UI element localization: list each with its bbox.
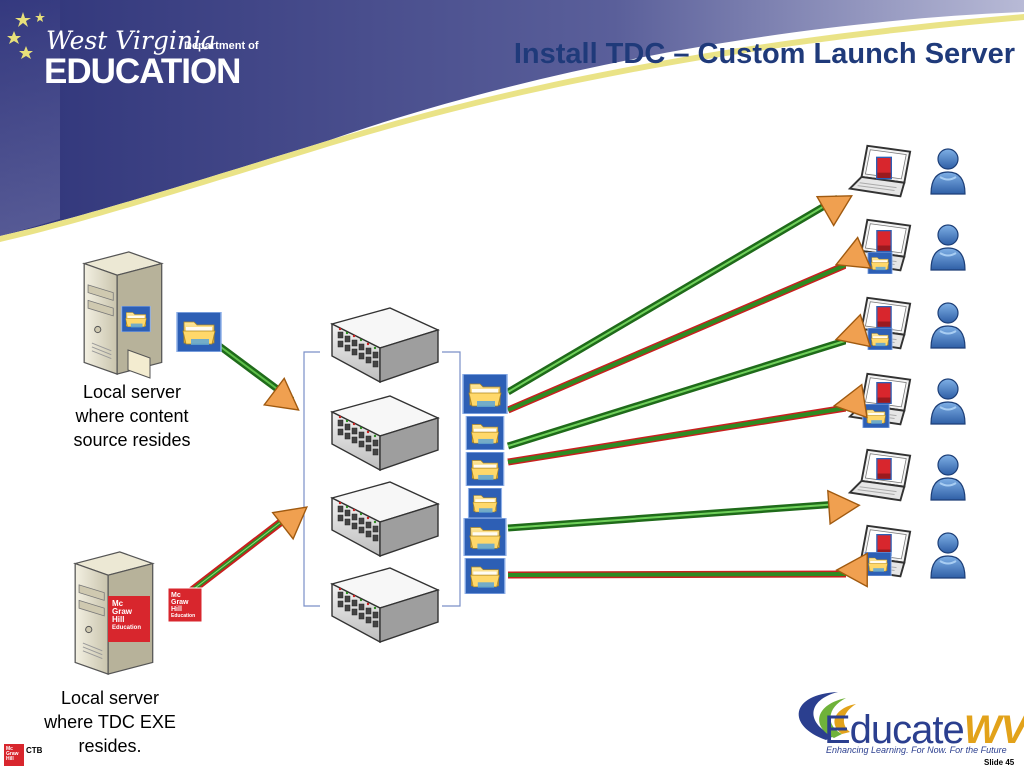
- user-icon: [930, 148, 966, 195]
- folder-icon: [462, 374, 508, 414]
- user-icon: [930, 532, 966, 579]
- content-folder-icon: [176, 312, 222, 352]
- folder-icon: [465, 416, 505, 450]
- mcgraw-hill-logo-icon: [876, 230, 892, 252]
- wv-state-name: West Virginia: [46, 26, 216, 55]
- folder-icon: [467, 488, 503, 518]
- mcgraw-hill-logo-icon: [876, 156, 892, 180]
- badge-line: Mc: [6, 746, 13, 752]
- mcgraw-hill-logo-icon: [876, 458, 892, 480]
- wv-education-word: EDUCATION: [44, 52, 241, 91]
- mcgraw-hill-logo-icon: [876, 382, 892, 404]
- badge-line: Mc: [171, 592, 181, 599]
- educatewv-swoosh: [798, 692, 856, 740]
- network-switches: [331, 307, 439, 643]
- badge-line: Mc: [112, 599, 124, 608]
- caption-line: where content: [75, 406, 189, 426]
- server-mcgraw-hill-label: Mc Graw Hill Education: [112, 600, 141, 632]
- connector-laptop-5: [507, 499, 853, 532]
- laptops: [846, 140, 914, 588]
- tdc-server-caption: Local server where TDC EXE resides.: [30, 686, 190, 758]
- mcgraw-hill-footer-logo: [4, 744, 24, 766]
- network-switch-icon: [331, 395, 439, 471]
- users: [930, 148, 966, 579]
- folder-icon: [465, 452, 505, 486]
- folder-stack: [462, 374, 508, 594]
- connector-laptop-1: [506, 194, 840, 396]
- badge-line: Education: [171, 613, 196, 619]
- mcgraw-hill-badge: [167, 587, 203, 623]
- header-band: [0, 0, 1024, 242]
- folder-icon: [864, 552, 892, 576]
- badge-line: Education: [112, 625, 142, 631]
- network-switch-icon: [331, 307, 439, 383]
- badge-line: Graw: [6, 751, 19, 757]
- network-switch-icon: [331, 481, 439, 557]
- caption-line: Local server: [60, 688, 160, 708]
- user-icon: [930, 224, 966, 271]
- content-server-caption: Local server where content source reside…: [62, 380, 202, 452]
- badge-mcgraw-hill-label: Mc Graw Hill Education: [171, 592, 195, 620]
- badge-line: Graw: [171, 599, 189, 606]
- badge-line: Graw: [112, 607, 133, 616]
- badge-line: Hill: [112, 615, 125, 624]
- educatewv-logo: EducateWV: [824, 708, 1024, 753]
- slide-title: Install TDC – Custom Launch Server: [513, 38, 1015, 70]
- footer-mcgraw-hill-label: Mc Graw Hill: [6, 747, 19, 762]
- folder-icon: [121, 306, 151, 332]
- folder-icon: [867, 252, 893, 274]
- connector-laptop-2: [506, 260, 850, 414]
- caption-line: where TDC EXE: [44, 712, 176, 732]
- connector-tdc: [183, 508, 297, 599]
- wv-department: Department of: [184, 40, 259, 52]
- user-icon: [930, 302, 966, 349]
- slide-number: Slide 45: [984, 758, 1015, 767]
- ctb-label: CTB: [26, 746, 43, 755]
- folder-icon: [464, 558, 506, 594]
- educatewv-tagline: Enhancing Learning. For Now. For the Fut…: [826, 745, 1007, 755]
- user-icon: [930, 454, 966, 501]
- folder-icon: [867, 328, 893, 350]
- educatewv-main: Educate: [824, 708, 965, 752]
- connector-laptop-6: [507, 570, 851, 579]
- badge-line: Hill: [6, 756, 14, 762]
- badge-line: Hill: [171, 606, 182, 613]
- user-icon: [930, 378, 966, 425]
- connector-laptop-4: [507, 404, 847, 466]
- wv-stars: [7, 12, 45, 59]
- educatewv-accent: WV: [963, 708, 1024, 752]
- tdc-server: [66, 548, 162, 676]
- connector-laptop-3: [506, 336, 850, 450]
- caption-line: source resides: [73, 430, 191, 450]
- arrowhead-icon: [271, 493, 318, 540]
- content-server: [74, 246, 170, 379]
- caption-line: resides.: [78, 736, 142, 756]
- network-switch-icon: [331, 567, 439, 643]
- switch-group-bracket: [303, 351, 461, 607]
- caption-line: Local server: [82, 382, 182, 402]
- folder-icon: [463, 518, 507, 556]
- mcgraw-hill-logo-icon: [876, 306, 892, 328]
